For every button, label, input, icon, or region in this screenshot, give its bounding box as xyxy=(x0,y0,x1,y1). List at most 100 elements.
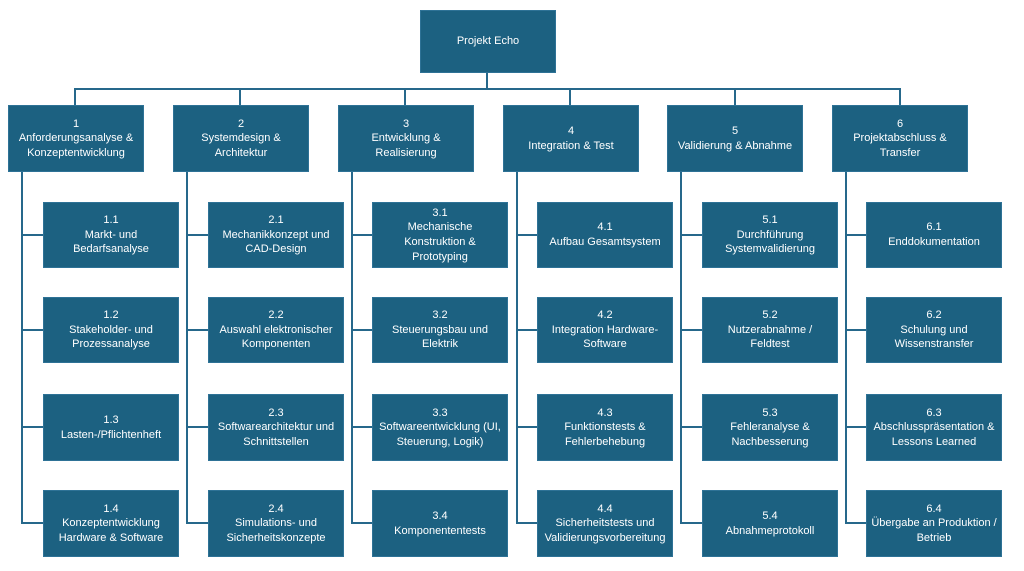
connector-stub-5-2 xyxy=(680,329,702,331)
node-number: 1.3 xyxy=(103,413,119,426)
connector-rail-4 xyxy=(516,171,518,524)
node-label: Systemdesign & Architektur xyxy=(201,132,281,159)
wbs-node-5-2: 5.2 Nutzerabnahme / Feldtest xyxy=(702,297,838,363)
wbs-node-1-3: 1.3 Lasten-/Pflichtenheft xyxy=(43,394,179,461)
connector-drop-6 xyxy=(899,88,901,106)
node-label: Enddokumentation xyxy=(888,236,980,248)
node-label: Validierung & Abnahme xyxy=(677,139,793,152)
connector-stub-4-2 xyxy=(516,329,538,331)
node-number: 4.2 xyxy=(597,309,613,322)
connector-stub-3-4 xyxy=(351,522,373,524)
connector-stub-6-2 xyxy=(845,329,867,331)
wbs-node-1-4: 1.4 Konzeptentwicklung Hardware & Softwa… xyxy=(43,490,179,557)
node-label: Komponententests xyxy=(394,524,486,537)
node-number: 2 xyxy=(237,117,245,130)
node-label: Simulations- und Sicherheitskonzepte xyxy=(226,517,326,544)
connector-spine xyxy=(74,88,901,90)
wbs-node-4-1: 4.1 Aufbau Gesamtsystem xyxy=(537,202,673,268)
connector-stub-2-3 xyxy=(186,426,208,428)
node-number: 5.3 xyxy=(762,406,778,419)
connector-stub-1-1 xyxy=(21,234,43,236)
node-number: 1.2 xyxy=(103,309,119,322)
node-number: 6.3 xyxy=(926,406,942,419)
connector-stub-3-3 xyxy=(351,426,373,428)
wbs-node-2-1: 2.1 Mechanikkonzept und CAD-Design xyxy=(208,202,344,268)
node-label: Mechanikkonzept und CAD-Design xyxy=(222,228,330,256)
node-label: Lasten-/Pflichtenheft xyxy=(60,428,162,441)
connector-stub-2-1 xyxy=(186,234,208,236)
wbs-node-2-3: 2.3 Softwarearchitektur und Schnittstell… xyxy=(208,394,344,461)
connector-stub-1-2 xyxy=(21,329,43,331)
node-number: 3.4 xyxy=(432,509,448,522)
connector-stub-5-1 xyxy=(680,234,702,236)
connector-rail-2 xyxy=(186,171,188,524)
node-label: Stakeholder- und Prozessanalyse xyxy=(69,323,153,351)
node-label: Abnahmeprotokoll xyxy=(725,524,815,537)
wbs-node-6-3: 6.3 Abschlusspräsentation & Lessons Lear… xyxy=(866,394,1002,461)
wbs-node-3-1: 3.1 Mechanische Konstruktion & Prototypi… xyxy=(372,202,508,268)
connector-drop-1 xyxy=(74,88,76,106)
wbs-node-6-2: 6.2 Schulung und Wissenstransfer xyxy=(866,297,1002,363)
connector-drop-5 xyxy=(734,88,736,106)
node-label: Integration Hardware-Software xyxy=(551,323,659,351)
connector-stub-5-3 xyxy=(680,426,702,428)
node-label: Fehleranalyse & Nachbesserung xyxy=(730,421,810,448)
node-number: 4.4 xyxy=(597,502,613,515)
connector-stub-6-1 xyxy=(845,234,867,236)
node-number: 5 xyxy=(731,124,739,137)
wbs-node-5: 5 Validierung & Abnahme xyxy=(667,105,803,172)
node-label: Projektabschluss & Transfer xyxy=(853,132,947,159)
node-number: 1 xyxy=(72,117,80,130)
connector-stub-4-3 xyxy=(516,426,538,428)
connector-stub-5-4 xyxy=(680,522,702,524)
node-label: Abschlusspräsentation & Lessons Learned xyxy=(873,421,995,448)
wbs-node-5-1: 5.1 Durchführung Systemvalidierung xyxy=(702,202,838,268)
connector-drop-3 xyxy=(404,88,406,106)
node-label: Übergabe an Produktion / Betrieb xyxy=(871,517,997,544)
connector-stub-3-2 xyxy=(351,329,373,331)
node-number: 5.2 xyxy=(762,309,778,322)
node-number: 2.4 xyxy=(268,502,284,515)
node-number: 4 xyxy=(567,124,575,137)
connector-rail-5 xyxy=(680,171,682,524)
wbs-node-1-1: 1.1 Markt- und Bedarfsanalyse xyxy=(43,202,179,268)
connector-stub-2-2 xyxy=(186,329,208,331)
node-number: 6 xyxy=(896,117,904,130)
node-label: Softwarearchitektur und Schnittstellen xyxy=(217,421,335,448)
node-number: 2.2 xyxy=(268,309,284,322)
connector-drop-2 xyxy=(239,88,241,106)
connector-stub-4-1 xyxy=(516,234,538,236)
node-label: Aufbau Gesamtsystem xyxy=(549,236,661,248)
wbs-node-6-4: 6.4 Übergabe an Produktion / Betrieb xyxy=(866,490,1002,557)
node-label: Konzeptentwicklung Hardware & Software xyxy=(58,517,164,544)
wbs-node-6-1: 6.1 Enddokumentation xyxy=(866,202,1002,268)
connector-drop-4 xyxy=(569,88,571,106)
node-label: Steuerungsbau und Elektrik xyxy=(391,323,489,351)
wbs-node-4: 4 Integration & Test xyxy=(503,105,639,172)
connector-rail-3 xyxy=(351,171,353,524)
connector-stub-3-1 xyxy=(351,234,373,236)
node-number: 1.4 xyxy=(103,502,119,515)
wbs-node-1-2: 1.2 Stakeholder- und Prozessanalyse xyxy=(43,297,179,363)
node-label: Durchführung Systemvalidierung xyxy=(725,228,815,256)
node-label: Softwareentwicklung (UI, Steuerung, Logi… xyxy=(379,421,501,448)
node-label: Anforderungsanalyse & Konzeptentwicklung xyxy=(18,132,134,159)
wbs-node-1: 1 Anforderungsanalyse & Konzeptentwicklu… xyxy=(8,105,144,172)
node-label: Integration & Test xyxy=(528,139,614,152)
wbs-node-5-3: 5.3 Fehleranalyse & Nachbesserung xyxy=(702,394,838,461)
node-label: Markt- und Bedarfsanalyse xyxy=(73,228,149,256)
wbs-node-3: 3 Entwicklung & Realisierung xyxy=(338,105,474,172)
connector-stub-4-4 xyxy=(516,522,538,524)
wbs-node-4-4: 4.4 Sicherheitstests und Validierungsvor… xyxy=(537,490,673,557)
connector-stub-2-4 xyxy=(186,522,208,524)
wbs-node-3-4: 3.4 Komponententests xyxy=(372,490,508,557)
node-number: 6.1 xyxy=(926,221,942,234)
wbs-node-6: 6 Projektabschluss & Transfer xyxy=(832,105,968,172)
wbs-node-3-3: 3.3 Softwareentwicklung (UI, Steuerung, … xyxy=(372,394,508,461)
node-number: 3.1 xyxy=(432,206,448,219)
wbs-root-node: Projekt Echo xyxy=(420,10,556,73)
wbs-node-3-2: 3.2 Steuerungsbau und Elektrik xyxy=(372,297,508,363)
connector-rail-6 xyxy=(845,171,847,524)
wbs-node-2: 2 Systemdesign & Architektur xyxy=(173,105,309,172)
connector-stub-1-4 xyxy=(21,522,43,524)
